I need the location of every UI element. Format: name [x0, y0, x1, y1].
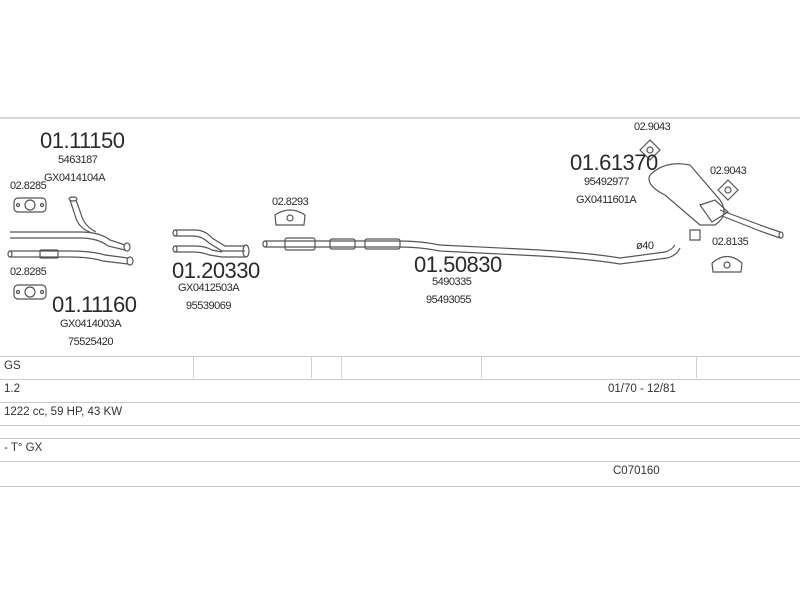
table-row-model-border — [0, 356, 800, 357]
table-divider — [193, 356, 194, 378]
front-pipe-upper-code: 01.11150 — [40, 128, 125, 153]
rubber-mount-2-code: 02.9043 — [710, 165, 747, 177]
gasket-left-lower-drawing — [13, 284, 47, 300]
rubber-mount-1-code: 02.9043 — [634, 121, 671, 133]
table-bottom-border — [0, 486, 800, 487]
gasket-left-upper-drawing — [13, 197, 47, 213]
table-version: - T° GX — [4, 442, 43, 454]
y-pipe-drawing — [172, 229, 250, 258]
front-pipe-lower-code: 01.11160 — [52, 292, 137, 317]
rear-silencer-ref1: 95492977 — [584, 176, 629, 188]
table-catalog-code: C070160 — [613, 465, 660, 477]
table-row-code-border — [0, 461, 800, 462]
clamp-center-code: 02.8293 — [272, 196, 309, 208]
rear-silencer-drawing — [648, 163, 784, 241]
center-pipe-code: 01.50830 — [414, 252, 502, 277]
table-divider — [696, 356, 697, 378]
front-pipe-lower-ref2: 75525420 — [68, 336, 113, 348]
table-divider — [311, 356, 312, 378]
clamp-rear-drawing — [711, 255, 743, 273]
table-row-engine-border — [0, 379, 800, 380]
rubber-mount-2-drawing — [717, 179, 739, 201]
y-pipe-ref1: GX0412503A — [178, 282, 240, 294]
table-divider — [481, 356, 482, 378]
table-row-power-border — [0, 402, 800, 403]
frame-top-border — [0, 117, 800, 119]
center-pipe-drawing — [262, 237, 681, 265]
table-power: 1222 cc, 59 HP, 43 KW — [4, 406, 123, 418]
front-pipe-upper-ref1: 5463187 — [58, 154, 98, 166]
gasket-left-upper-code: 02.8285 — [10, 180, 47, 192]
center-pipe-ref2: 95493055 — [426, 294, 471, 306]
table-period: 01/70 - 12/81 — [608, 383, 676, 395]
rear-silencer-code: 01.61370 — [570, 150, 658, 175]
front-pipe-upper-ref2: GX0414104A — [44, 172, 106, 184]
gasket-left-lower-code: 02.8285 — [10, 266, 47, 278]
exhaust-diagram — [7, 139, 784, 300]
front-pipe-lower-drawing — [7, 249, 134, 266]
clamp-rear-code: 02.8135 — [712, 236, 749, 248]
center-pipe-ref1: 5490335 — [432, 276, 472, 288]
rubber-mount-1-drawing — [639, 139, 661, 161]
diameter-label: ø40 — [636, 240, 654, 252]
table-divider — [341, 356, 342, 378]
front-pipe-upper-drawing — [10, 196, 131, 252]
y-pipe-code: 01.20330 — [172, 258, 260, 283]
table-row-version-border — [0, 438, 800, 439]
table-engine: 1.2 — [4, 383, 20, 395]
front-pipe-lower-ref1: GX0414003A — [60, 318, 122, 330]
table-row-spacer-border — [0, 425, 800, 426]
clamp-center-drawing — [274, 209, 306, 226]
rear-silencer-ref2: GX0411601A — [576, 194, 637, 206]
y-pipe-ref2: 95539069 — [186, 300, 231, 312]
table-model: GS — [4, 360, 21, 372]
